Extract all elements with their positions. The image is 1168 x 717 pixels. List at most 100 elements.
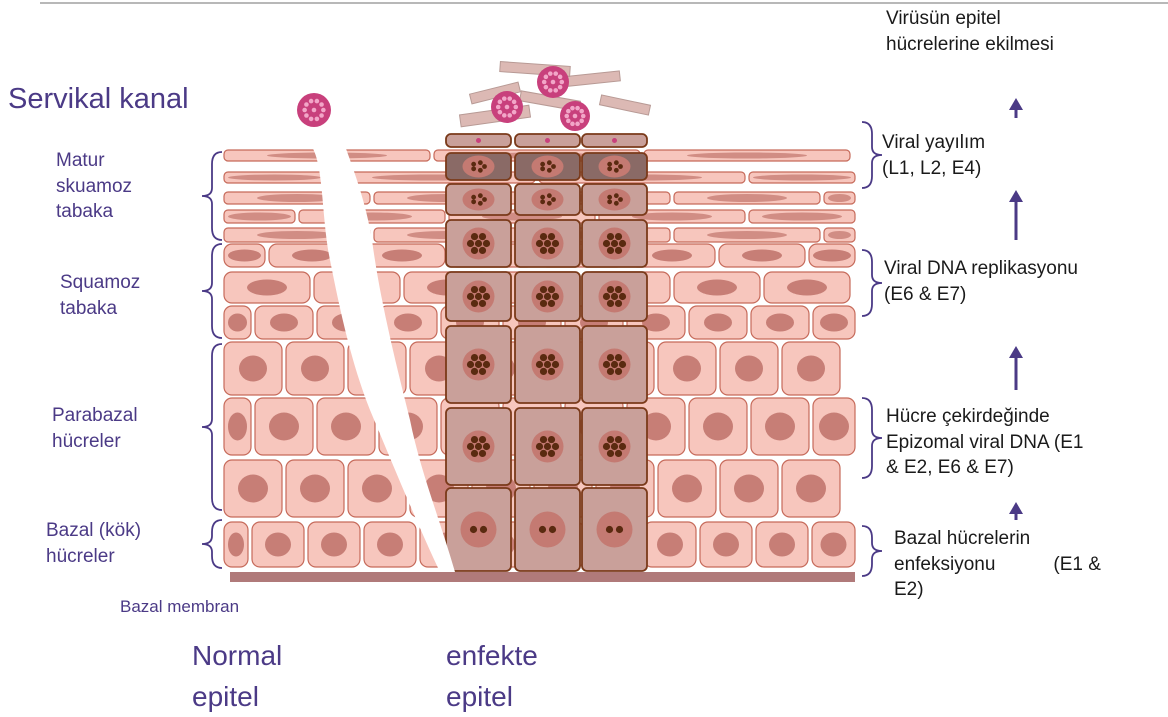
viral-dna-dot [478,168,483,173]
viral-dna-dot [607,233,614,240]
viral-dna-dot [619,240,626,247]
viral-dna-dot [540,354,547,361]
virion-capsomere [560,80,565,85]
viral-dna-dot [467,240,474,247]
cell-nucleus [753,175,851,181]
viral-dna-dot [607,436,614,443]
viral-dna-dot [471,195,476,200]
viral-dna-dot [548,436,555,443]
cell-nucleus [247,280,287,296]
viral-dna-dot [471,247,478,254]
viral-dna-dot [548,233,555,240]
viral-dna-dot [479,300,486,307]
virion-dot [476,138,481,143]
viral-dna-dot [478,160,483,165]
viral-dna-dot [548,450,555,457]
up-arrow-head [1009,502,1023,514]
virion-capsomere [575,106,580,111]
viral-dna-dot [551,197,556,202]
viral-dna-dot [548,247,555,254]
viral-dna-dot [611,443,618,450]
viral-dna-dot [536,240,543,247]
parabazal-label: Parabazal hücreler [52,403,138,454]
viral-replication-label: Viral DNA replikasyonu (E6 & E7) [884,256,1078,307]
viral-dna-dot [471,436,478,443]
viral-dna-dot [603,240,610,247]
virion-capsomere [312,108,317,113]
viral-dna-dot [540,436,547,443]
right-stage-bracket [862,526,882,576]
cell-nucleus [821,533,847,557]
viral-dna-dot [615,286,622,293]
viral-dna-dot [547,193,552,198]
basal-infection-label: Bazal hücrelerin enfeksiyonu(E1 & E2) [894,526,1101,603]
viral-dna-dot [540,368,547,375]
cell-nucleus [265,533,291,557]
enfekte-epitel-label: enfekte epitel [446,636,538,717]
cell-nucleus [707,231,787,239]
virion-capsomere [548,88,553,93]
left-layer-bracket [202,520,222,568]
viral-dna-dot [547,168,552,173]
viral-dna-dot [547,160,552,165]
cell-nucleus [796,475,826,503]
viral-dna-dot [549,526,556,533]
virion-capsomere [553,88,558,93]
virion-capsomere [498,110,503,115]
virion-capsomere [304,113,309,118]
viral-dna-dot [552,293,559,300]
squamoz-label: Squamoz tabaka [60,270,140,321]
viral-dna-dot [607,354,614,361]
viral-dna-dot [471,286,478,293]
viral-spread-label: Viral yayılım (L1, L2, E4) [882,130,985,181]
cell-nucleus [704,314,732,332]
cell-nucleus [321,533,347,557]
viral-dna-dot [607,166,612,171]
cell-nucleus [652,250,692,262]
viral-dna-dot [619,361,626,368]
cell-nucleus [707,194,787,202]
virion-capsomere [498,100,503,105]
virion-capsomere [575,122,580,127]
viral-dna-dot [619,293,626,300]
viral-dna-dot [467,443,474,450]
virion-capsomere [507,113,512,118]
virion-capsomere [581,114,586,119]
viral-dna-dot [540,162,545,167]
cell-nucleus [673,356,701,382]
viral-dna-dot [607,368,614,375]
viral-dna-dot [540,195,545,200]
viral-dna-dot [540,286,547,293]
cell-nucleus [734,475,764,503]
cell-nucleus [787,280,827,296]
cell-nucleus [657,533,683,557]
viral-dna-dot [615,233,622,240]
cell-nucleus [766,314,794,332]
viral-dna-dot [544,240,551,247]
cell-nucleus [270,314,298,332]
infected-nucleus [599,156,631,178]
cell-nucleus [672,475,702,503]
virion-capsomere [507,96,512,101]
viral-dna-dot [548,300,555,307]
viral-dna-dot [471,199,476,204]
infected-nucleus [463,156,495,178]
viral-dna-dot [551,164,556,169]
viral-dna-dot [536,361,543,368]
cell-nucleus [228,213,291,221]
viral-dna-dot [483,240,490,247]
cell-nucleus [697,280,737,296]
cell-nucleus [769,533,795,557]
virion-capsomere [553,71,558,76]
viral-dna-dot [471,354,478,361]
shed-cell-flake [600,95,651,115]
viral-dna-dot [483,361,490,368]
cell-nucleus [331,413,361,441]
viral-dna-dot [479,450,486,457]
infected-nucleus [530,512,566,548]
matur-skuamoz-label: Matur skuamoz tabaka [56,148,132,225]
viral-dna-dot [614,160,619,165]
viral-dna-dot [615,450,622,457]
cell-nucleus [228,314,247,332]
cell-nucleus [703,413,733,441]
